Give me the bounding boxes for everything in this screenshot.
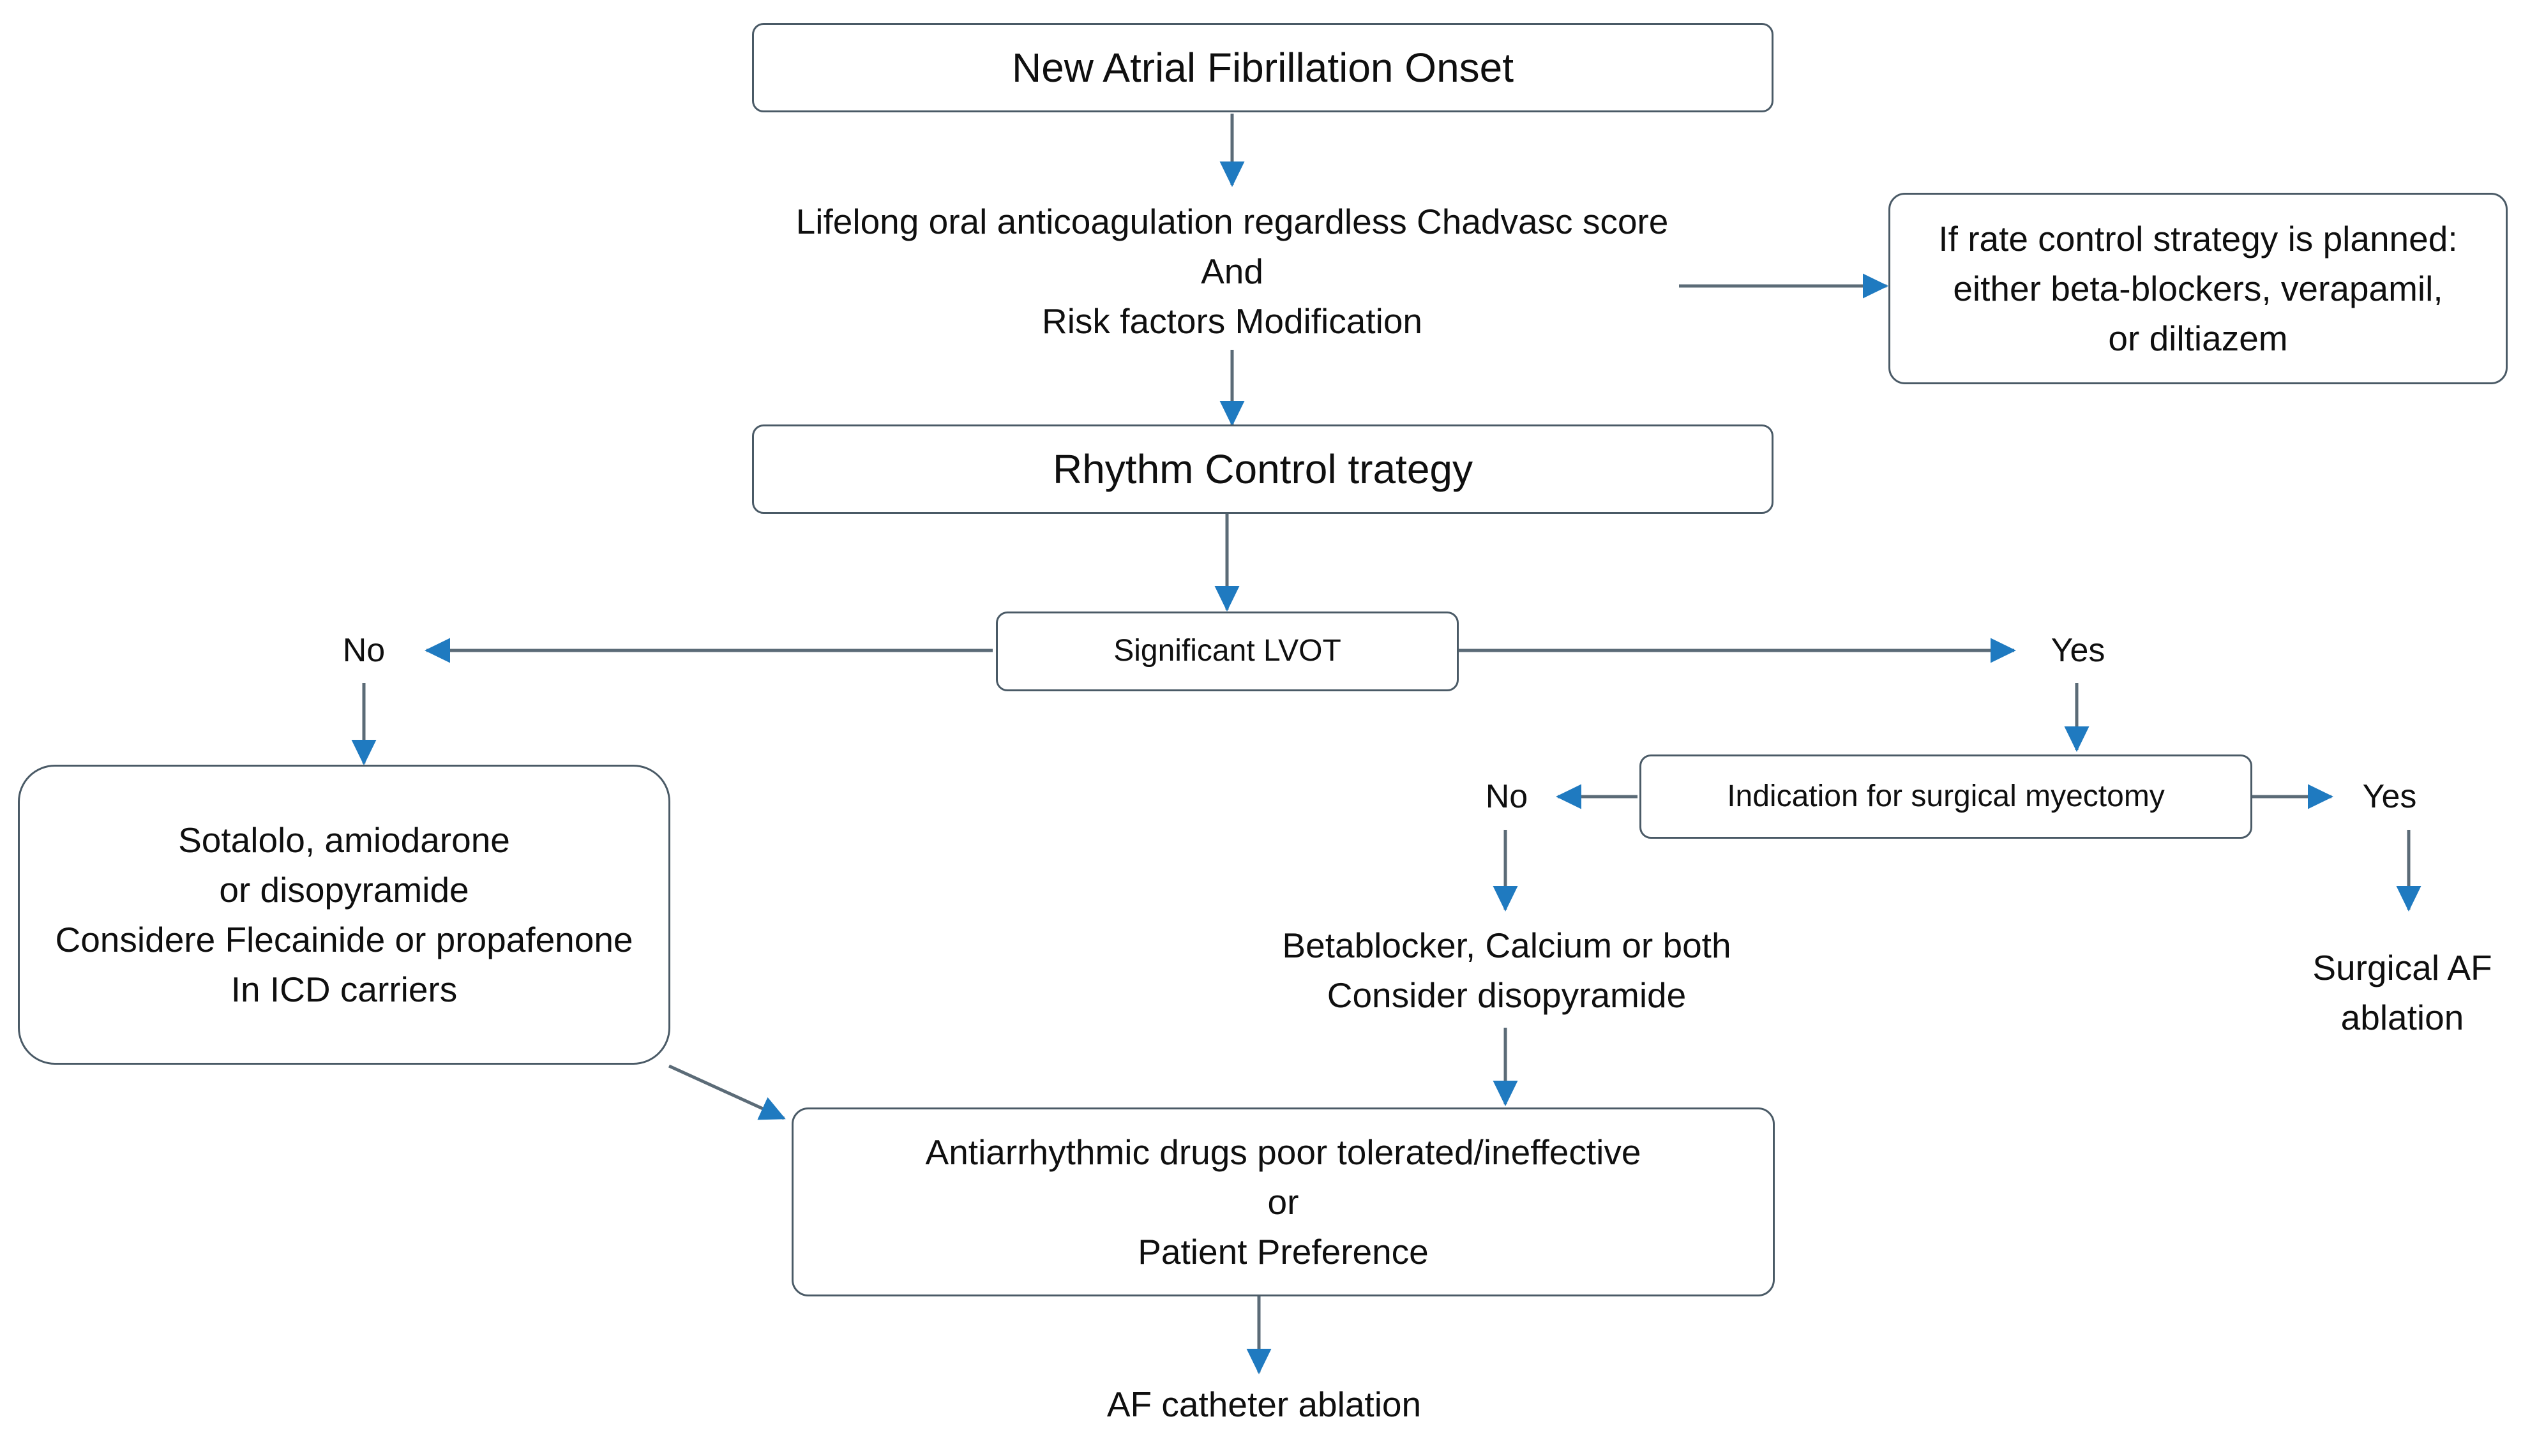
label-myectomy-yes: Yes	[2342, 775, 2437, 820]
node-af-catheter-ablation-label: AF catheter ablation	[1106, 1384, 1422, 1424]
node-new-af-onset[interactable]: New Atrial Fibrillation Onset	[752, 23, 1773, 112]
node-surgical-af-ablation-line2: ablation	[2340, 998, 2464, 1037]
node-new-af-onset-label: New Atrial Fibrillation Onset	[1011, 44, 1514, 91]
node-rate-control-line2: either beta-blockers, verapamil,	[1953, 268, 2443, 308]
node-rate-control-line3: or diltiazem	[2108, 319, 2288, 359]
label-lvot-no: No	[319, 629, 409, 673]
node-indication-surgical-myectomy-label: Indication for surgical myectomy	[1727, 779, 2165, 813]
node-anticoagulation-line1: Lifelong oral anticoagulation regardless…	[795, 201, 1669, 241]
label-lvot-yes: Yes	[2030, 629, 2126, 673]
node-anticoagulation: Lifelong oral anticoagulation regardless…	[721, 191, 1743, 351]
label-myectomy-no: No	[1462, 775, 1551, 820]
node-poor-tolerated-line3: Patient Preference	[1138, 1232, 1429, 1272]
node-antiarrhythmic-drugs[interactable]: Sotalolo, amiodarone or disopyramide Con…	[18, 765, 670, 1065]
node-af-catheter-ablation: AF catheter ablation	[1021, 1379, 1507, 1430]
node-indication-surgical-myectomy[interactable]: Indication for surgical myectomy	[1639, 754, 2252, 839]
node-antiarrhythmic-line2: or disopyramide	[219, 869, 469, 910]
label-myectomy-yes-text: Yes	[2362, 778, 2417, 816]
node-rhythm-control-strategy[interactable]: Rhythm Control trategy	[752, 424, 1773, 514]
node-anticoagulation-line2: And	[1201, 251, 1263, 291]
node-antiarrhythmic-line3: Considere Flecainide or propafenone	[55, 920, 633, 959]
node-rhythm-control-strategy-label: Rhythm Control trategy	[1052, 446, 1473, 492]
label-lvot-no-text: No	[342, 632, 386, 670]
node-surgical-af-ablation: Surgical AF ablation	[2297, 935, 2508, 1050]
node-poor-tolerated-or-preference[interactable]: Antiarrhythmic drugs poor tolerated/inef…	[792, 1107, 1775, 1296]
node-antiarrhythmic-line4: In ICD carriers	[230, 970, 458, 1010]
node-antiarrhythmic-line1: Sotalolo, amiodarone	[178, 820, 510, 860]
node-significant-lvot[interactable]: Significant LVOT	[996, 612, 1459, 691]
node-poor-tolerated-line2: or	[1267, 1182, 1299, 1222]
node-surgical-af-ablation-line1: Surgical AF	[2312, 947, 2492, 987]
node-rate-control-strategy[interactable]: If rate control strategy is planned: eit…	[1888, 193, 2508, 384]
label-lvot-yes-text: Yes	[2051, 632, 2105, 670]
node-anticoagulation-line3: Risk factors Modification	[1041, 301, 1423, 341]
node-significant-lvot-label: Significant LVOT	[1113, 634, 1341, 668]
node-betablocker-line2: Consider disopyramide	[1327, 975, 1687, 1015]
label-myectomy-no-text: No	[1485, 778, 1528, 816]
edge-antiarrhythmics-to-poor-tolerated	[668, 1064, 786, 1120]
node-rate-control-line1: If rate control strategy is planned:	[1938, 218, 2458, 259]
node-poor-tolerated-line1: Antiarrhythmic drugs poor tolerated/inef…	[925, 1132, 1641, 1172]
node-betablocker-calcium: Betablocker, Calcium or both Consider di…	[1213, 913, 1800, 1028]
node-betablocker-line1: Betablocker, Calcium or both	[1282, 925, 1731, 965]
